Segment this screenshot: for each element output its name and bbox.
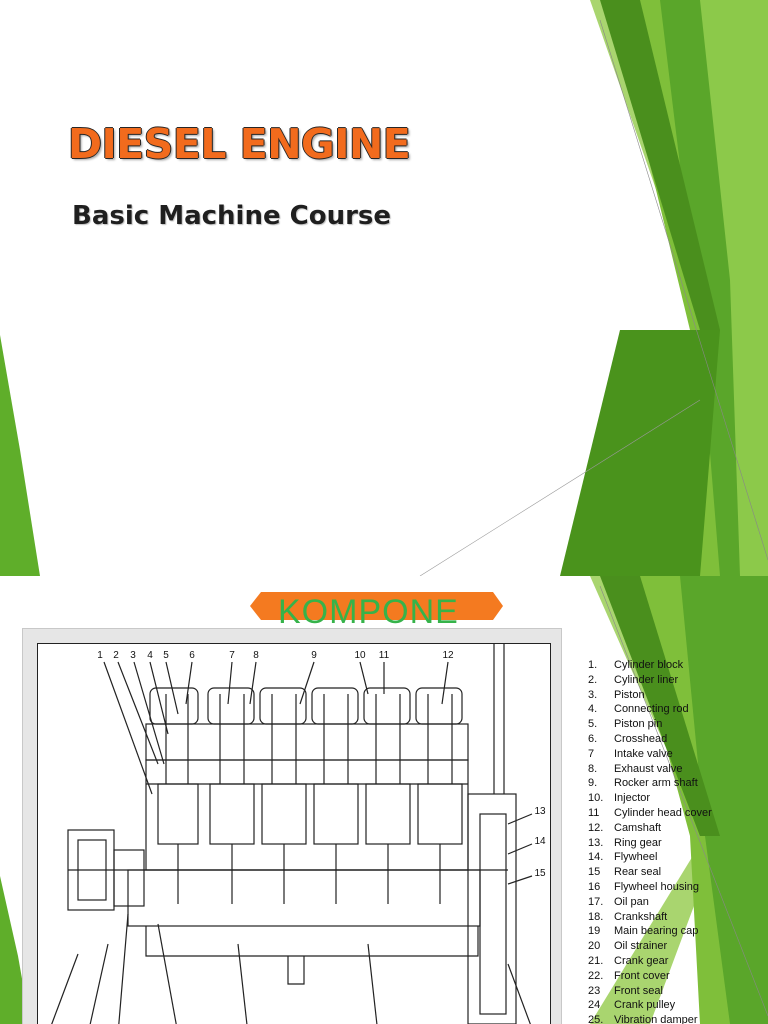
title-slide: DIESEL ENGINE Basic Machine Course xyxy=(0,0,768,576)
green-decoration xyxy=(0,0,768,576)
callout-2: 2 xyxy=(113,650,119,661)
component-slide: KOMPONE xyxy=(0,576,768,1024)
legend-item: 13.Ring gear xyxy=(588,836,662,849)
engine-diagram: 1 2 3 4 5 6 7 8 9 10 11 12 13 14 15 xyxy=(37,643,551,1024)
callout-14: 14 xyxy=(534,836,546,847)
green-decoration-2 xyxy=(0,576,768,1024)
component-legend: 1.Cylinder block 2.Cylinder liner 3.Pist… xyxy=(588,658,712,1024)
legend-item: 6.Crosshead xyxy=(588,732,668,745)
banner-title: KOMPONE xyxy=(278,593,459,631)
legend-item: 14.Flywheel xyxy=(588,851,658,864)
callout-6: 6 xyxy=(189,650,195,661)
legend-item: 10.Injector xyxy=(588,792,651,805)
callout-10: 10 xyxy=(354,650,366,661)
callout-9: 9 xyxy=(311,650,317,661)
legend-item: 12.Camshaft xyxy=(588,821,662,834)
engine-diagram-frame: 1 2 3 4 5 6 7 8 9 10 11 12 13 14 15 xyxy=(22,628,562,1024)
engine-cross-section-drawing: 1 2 3 4 5 6 7 8 9 10 11 12 13 14 15 xyxy=(51,644,546,1024)
legend-item: 18.Crankshaft xyxy=(588,910,668,923)
callout-1: 1 xyxy=(97,650,103,661)
legend-item: 5.Piston pin xyxy=(588,718,663,731)
legend-item: 4.Connecting rod xyxy=(588,703,689,716)
slide-subtitle: Basic Machine Course xyxy=(72,201,392,231)
legend-item: 21.Crank gear xyxy=(588,954,669,967)
legend-item: 9.Rocker arm shaft xyxy=(588,777,698,790)
callout-5: 5 xyxy=(163,650,169,661)
legend-item: 8.Exhaust valve xyxy=(588,762,683,775)
callout-4: 4 xyxy=(147,650,153,661)
legend-item: 2.Cylinder liner xyxy=(588,673,679,686)
legend-item: 22.Front cover xyxy=(588,969,670,982)
callout-13: 13 xyxy=(534,806,546,817)
legend-item: 17.Oil pan xyxy=(588,895,649,908)
callout-15: 15 xyxy=(534,868,546,879)
callout-11: 11 xyxy=(379,650,390,661)
callout-3: 3 xyxy=(130,650,136,661)
callout-8: 8 xyxy=(253,650,259,661)
legend-item: 3.Piston xyxy=(588,688,645,701)
callout-12: 12 xyxy=(442,650,454,661)
callout-7: 7 xyxy=(229,650,235,661)
legend-item: 25.Vibration damper xyxy=(588,1014,698,1024)
slide-title: DIESEL ENGINE xyxy=(68,120,411,168)
legend-item: 1.Cylinder block xyxy=(588,659,684,671)
title-banner xyxy=(250,592,503,620)
